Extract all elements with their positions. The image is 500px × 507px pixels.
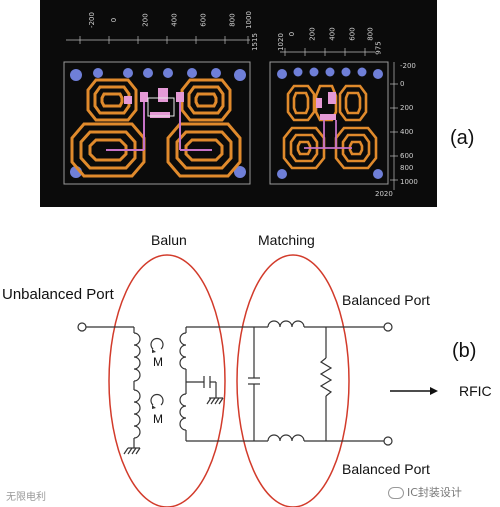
- ruler-tick: 600: [199, 13, 208, 27]
- ruler-tick: 800: [228, 13, 237, 27]
- panel-a-label: (a): [450, 127, 475, 149]
- series-inductor-bottom: [267, 434, 305, 442]
- panel-b-label: (b): [452, 340, 477, 362]
- ruler-tick: 1000: [244, 11, 253, 29]
- mutual-inductance-label-top: M: [153, 355, 163, 369]
- balun-ellipse: [108, 254, 226, 507]
- secondary-coil-top: [179, 332, 187, 370]
- ruler-tick: 200: [141, 13, 150, 27]
- balun-label: Balun: [151, 232, 187, 248]
- primary-coil-top: [133, 332, 141, 382]
- ruler-tick: 600: [348, 27, 357, 41]
- balanced-port-bottom-terminal: [383, 436, 393, 446]
- coupling-arc-top: [150, 338, 164, 350]
- ruler-tick: 200: [308, 27, 317, 41]
- ruler-corner-label: 1515: [250, 33, 259, 51]
- balanced-port-bottom-label: Balanced Port: [342, 461, 430, 477]
- secondary-coil-bottom: [179, 393, 187, 431]
- series-inductor-top: [267, 320, 305, 328]
- primary-coil-bottom: [133, 389, 141, 439]
- rfic-label: RFIC: [459, 383, 492, 399]
- ruler-tick: 800: [366, 27, 375, 41]
- watermark-left: 无限电利: [6, 492, 46, 503]
- mutual-inductance-label-bottom: M: [153, 412, 163, 426]
- ruler-tick: 400: [328, 27, 337, 41]
- ruler-tick: 800: [400, 164, 414, 172]
- ruler-tick: 600: [400, 152, 414, 160]
- ruler-tick: -200: [87, 12, 96, 28]
- ruler-corner-label: 1020: [276, 33, 285, 51]
- ruler-tick: 0: [288, 31, 297, 37]
- wechat-icon: [388, 487, 404, 499]
- ruler-tick: 1000: [400, 178, 418, 186]
- ruler-tick: -200: [400, 62, 416, 70]
- ruler-tick: 0: [400, 80, 405, 88]
- ruler-corner-label: 2020: [375, 190, 393, 198]
- balun-schematic: [77, 254, 438, 507]
- ruler-tick: 400: [170, 13, 179, 27]
- matching-ellipse: [236, 254, 350, 507]
- arrow-to-rfic: [430, 387, 438, 395]
- ruler-tick: 0: [110, 17, 119, 23]
- layout-photo-panel: -200 0 200 400 600 800 1000 0 200 400 60…: [40, 0, 437, 207]
- matching-label: Matching: [258, 232, 315, 248]
- ruler-corner-label: 975: [374, 41, 383, 55]
- unbalanced-port-label: Unbalanced Port: [2, 286, 114, 303]
- balanced-port-top-terminal: [383, 322, 393, 332]
- balanced-port-top-label: Balanced Port: [342, 292, 430, 308]
- shunt-resistor: [319, 357, 333, 397]
- ruler-tick: 400: [400, 128, 414, 136]
- ruler-tick: 200: [400, 104, 414, 112]
- watermark-right: IC封装设计: [388, 484, 462, 500]
- coupling-arc-bottom: [150, 394, 164, 406]
- unbalanced-port-terminal: [77, 322, 87, 332]
- layout-drawing: [63, 36, 398, 190]
